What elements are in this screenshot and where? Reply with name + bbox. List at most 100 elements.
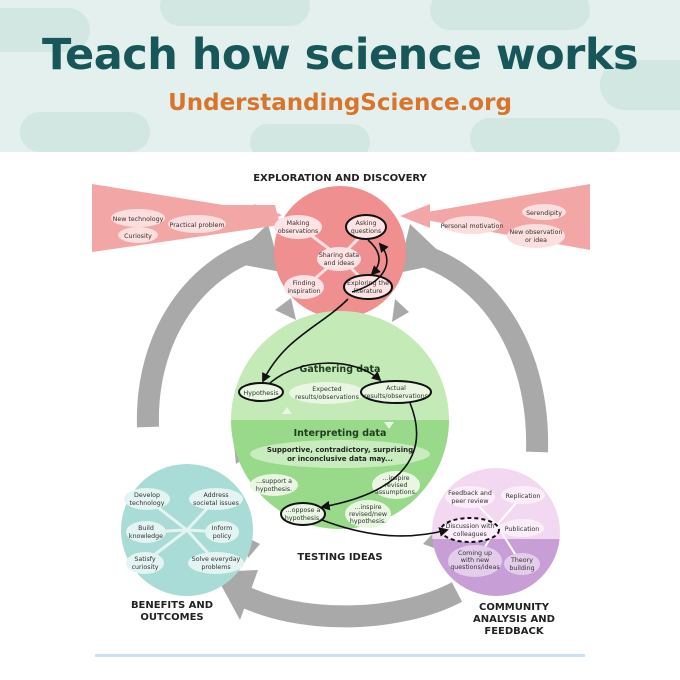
node-feedback-peer-review-label-2: peer review [451, 498, 488, 505]
node-finding-inspiration-label-2: inspiration [287, 288, 320, 295]
input-personal-motivation-label: Personal motivation [441, 223, 504, 230]
node-satisfy-curiosity-label-2: curiosity [132, 564, 159, 571]
node-replication-label: Replication [506, 493, 541, 500]
input-curiosity-label: Curiosity [124, 233, 152, 240]
input-new-technology-label: New technology [113, 216, 164, 223]
node-expected-results-label: Expected [312, 386, 341, 393]
node-finding-inspiration [284, 275, 324, 299]
arrow-hypothesis-to-actual [269, 362, 382, 384]
bg-shape [0, 8, 90, 52]
bg-shape [250, 124, 370, 152]
community-title: COMMUNITY [479, 602, 550, 613]
node-hypothesis-label: Hypothesis [244, 390, 279, 397]
node-solve-problems [188, 552, 244, 574]
arrowhead [398, 224, 450, 273]
node-revised-assumptions-label-2: revised [385, 482, 408, 489]
node-data-may [250, 440, 430, 468]
node-feedback-peer-review-label: Feedback and [448, 490, 492, 497]
node-asking-questions-label-2: questions [351, 228, 382, 235]
interpreting-data-title: Interpreting data [294, 428, 387, 439]
arrowhead [392, 299, 409, 322]
node-theory-building [504, 553, 540, 575]
arrow-literature-to-hypothesis [262, 298, 349, 383]
node-solve-problems-label: Solve everyday [192, 556, 241, 563]
node-actual-results-label-2: results/observations [364, 393, 428, 400]
node-exploring-literature-label: Exploring the [347, 280, 389, 287]
node-solve-problems-label-2: problems [201, 564, 230, 571]
input-personal-motivation [443, 216, 501, 234]
node-exploring-literature-label-2: literature [353, 288, 382, 295]
bg-shape [470, 118, 620, 152]
node-support-hypothesis [250, 474, 298, 496]
benefits-title-2: OUTCOMES [140, 612, 203, 623]
node-inform-policy-label: Inform [212, 525, 233, 532]
node-coming-up [448, 545, 502, 577]
node-inform-policy [205, 521, 239, 543]
input-curiosity [118, 227, 158, 243]
input-practical-problem-label: Practical problem [170, 222, 225, 229]
input-new-technology [111, 209, 165, 227]
node-oppose-hypothesis-label: ...oppose a [286, 507, 321, 514]
node-satisfy-curiosity [126, 552, 164, 574]
bg-shape [160, 0, 310, 26]
gathering-data-title: Gathering data [300, 364, 381, 375]
node-build-knowledge-label: Build [138, 525, 154, 532]
node-publication-label: Publication [505, 526, 540, 533]
example-path-arrows [262, 239, 449, 537]
node-finding-inspiration-label: Finding [293, 280, 316, 287]
node-feedback-peer-review [445, 486, 495, 508]
node-revised-hypothesis-label: ...inspire [354, 504, 381, 511]
node-discussion-colleagues-label-2: colleagues [453, 531, 487, 538]
testing-ideas-title: TESTING IDEAS [297, 552, 382, 563]
node-hypothesis [238, 382, 284, 402]
node-expected-results [289, 382, 365, 404]
node-support-hypothesis-label-2: hypothesis. [256, 486, 292, 493]
node-coming-up-label-3: questions/ideas [450, 564, 499, 571]
node-asking-questions [345, 214, 387, 240]
node-data-may-label: Supportive, contradictory, surprising [267, 446, 413, 454]
node-data-may-label-2: or inconclusive data may... [287, 455, 393, 463]
node-revised-hypothesis-label-2: revised/new [349, 511, 387, 518]
node-build-knowledge-label-2: knowledge [129, 533, 163, 540]
arrow-literature-to-asking [351, 242, 389, 293]
input-new-observation-label: New observation [510, 229, 563, 236]
site-link[interactable]: UnderstandingScience.org [168, 90, 512, 116]
footer-divider [95, 654, 585, 657]
node-sharing-data-label-2: and ideas [324, 260, 355, 267]
node-oppose-hypothesis [280, 502, 326, 526]
node-exploring-literature [343, 274, 393, 300]
arrow-oppose-to-discussion [321, 519, 449, 537]
node-discussion-colleagues [440, 517, 500, 543]
arrow-asking-to-literature [367, 239, 381, 276]
testing-circle [231, 311, 449, 529]
arrowhead [228, 224, 281, 272]
header-banner: Teach how science works UnderstandingSci… [0, 0, 680, 152]
node-revised-hypothesis-label-3: hypothesis. [350, 518, 386, 525]
node-making-observations-label: Making [287, 220, 310, 227]
node-publication [500, 519, 544, 537]
arrowhead [275, 298, 296, 320]
community-title-2: ANALYSIS AND [473, 614, 555, 625]
node-inform-policy-label-2: policy [213, 533, 232, 540]
input-serendipity-label: Serendipity [526, 210, 562, 217]
node-replication [501, 486, 545, 504]
page-title: Teach how science works [41, 30, 639, 80]
node-theory-building-label-2: building [509, 565, 534, 572]
arrow-community-to-benefits [229, 582, 463, 628]
bg-shape [600, 60, 680, 110]
exploration-title: EXPLORATION AND DISCOVERY [253, 173, 427, 184]
node-actual-results [360, 380, 432, 404]
node-address-societal-issues [189, 488, 243, 510]
node-making-observations [274, 215, 322, 239]
input-new-observation [507, 224, 565, 248]
node-coming-up-label-2: with new [461, 557, 489, 564]
input-practical-problem [168, 215, 226, 233]
node-making-observations-label-2: observations [278, 228, 319, 235]
node-discussion-colleagues-label: Discussion with [446, 523, 495, 530]
bg-shape [430, 0, 590, 30]
arrow-actual-to-oppose [320, 402, 418, 511]
node-coming-up-label: Coming up [458, 550, 492, 557]
node-revised-hypothesis [345, 500, 391, 528]
node-sharing-data [317, 247, 361, 271]
node-satisfy-curiosity-label: Satisfy [134, 556, 155, 563]
